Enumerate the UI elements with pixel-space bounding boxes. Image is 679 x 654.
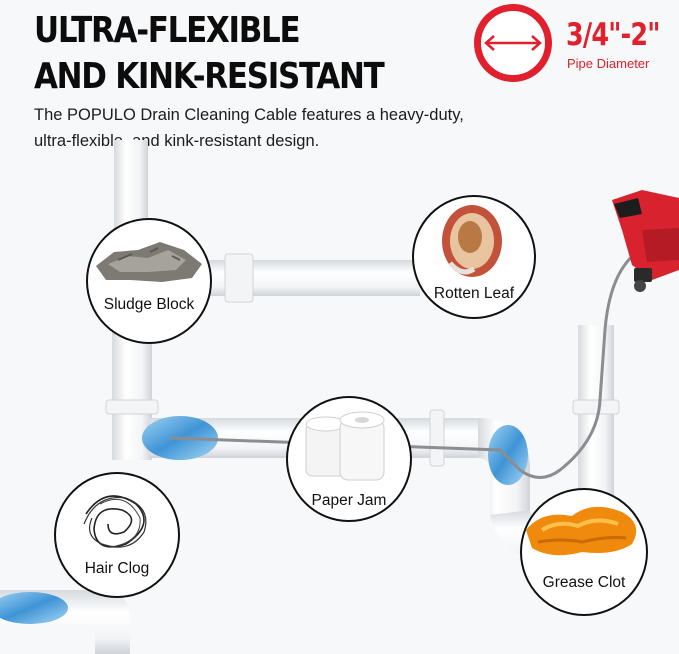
- hair-clog-icon: [83, 495, 147, 548]
- headline-line-1: ULTRA-FLEXIBLE: [34, 10, 301, 51]
- pipe-diameter-label: Pipe Diameter: [567, 56, 650, 71]
- description-text: The POPULO Drain Cleaning Cable features…: [34, 106, 464, 150]
- callout-rotten-leaf-label: Rotten Leaf: [433, 285, 515, 302]
- callout-grease-clot-label: Grease Clot: [542, 574, 626, 591]
- callout-paper-jam: Paper Jam: [286, 396, 412, 522]
- pipe-diameter-value: 3/4"-2": [566, 17, 660, 53]
- pipe-coupling-1: [105, 399, 159, 415]
- callout-rotten-leaf: Rotten Leaf: [412, 195, 536, 319]
- drain-cable: [169, 248, 641, 479]
- drain-cleaner-tool: [612, 190, 679, 292]
- callout-hair-clog: Hair Clog: [54, 472, 180, 598]
- callout-sludge-block: Sludge Block: [86, 218, 212, 344]
- paper-roll-icon: [305, 411, 385, 481]
- pipe-diameter-ring-icon: [474, 4, 552, 82]
- pipe-coupling-4: [572, 399, 620, 415]
- double-arrow-icon: [484, 35, 542, 51]
- sludge-block-icon: [96, 242, 202, 282]
- pipe-coupling-2: [224, 253, 254, 303]
- callout-grease-clot: Grease Clot: [520, 488, 648, 616]
- callout-paper-jam-label: Paper Jam: [311, 492, 387, 509]
- rotten-leaf-icon: [442, 205, 502, 277]
- pipe-coupling-3: [429, 409, 445, 467]
- callout-sludge-block-label: Sludge Block: [103, 296, 195, 313]
- water-cutaway-3: [0, 592, 68, 624]
- water-cutaway-2: [488, 425, 528, 485]
- headline-line-2: AND KINK-RESISTANT: [34, 56, 385, 97]
- callout-hair-clog-label: Hair Clog: [84, 560, 150, 577]
- headline: ULTRA-FLEXIBLE AND KINK-RESISTANT: [34, 8, 385, 100]
- grease-clot-icon: [526, 506, 637, 556]
